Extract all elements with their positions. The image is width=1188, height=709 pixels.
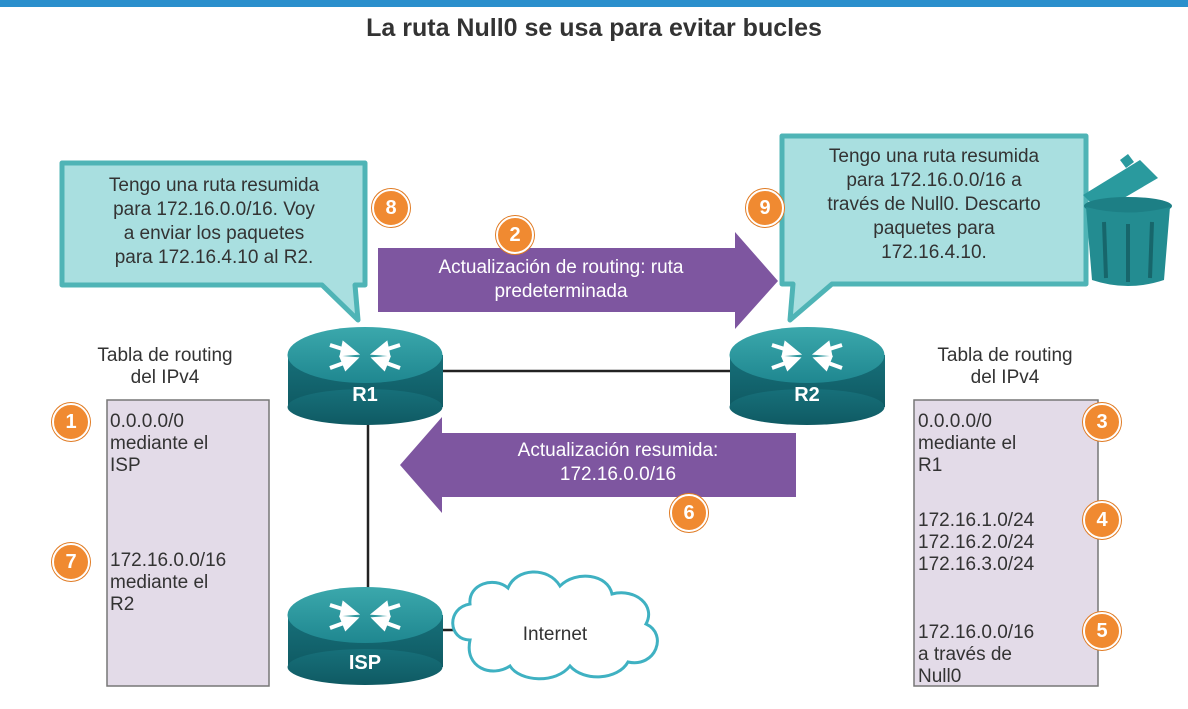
step-badge-6: 6 <box>670 494 708 532</box>
router-isp <box>287 587 443 685</box>
right-table-entry: 172.16.1.0/24 172.16.2.0/24 172.16.3.0/2… <box>918 510 1035 575</box>
router-r1 <box>287 327 443 425</box>
router-r2 <box>729 327 885 425</box>
r2-callout-box <box>779 133 1089 323</box>
summary-update-text: Actualización resumida: 172.16.0.0/16 <box>517 440 719 485</box>
step-badge-8: 8 <box>372 189 410 227</box>
step-badge-9: 9 <box>746 189 784 227</box>
left-table-entry: 172.16.0.0/16 mediante el R2 <box>110 550 227 615</box>
step-badge-2: 2 <box>496 216 534 254</box>
internet-label: Internet <box>522 624 588 645</box>
step-badge-3: 3 <box>1083 403 1121 441</box>
top-accent-bar <box>0 0 1188 7</box>
right-table-entry: 0.0.0.0/0 mediante el R1 <box>918 411 1017 476</box>
internet-cloud <box>451 570 659 681</box>
step-badge-5: 5 <box>1083 612 1121 650</box>
router-r2-label: R2 <box>794 384 820 406</box>
step-badge-1: 1 <box>52 403 90 441</box>
summary-route-update-arrow <box>400 417 796 513</box>
right-table-entry: 172.16.0.0/16 a través de Null0 <box>918 622 1035 687</box>
right-table-heading: Tabla de routing del IPv4 <box>937 345 1073 388</box>
trash-can-icon <box>1083 154 1172 286</box>
default-route-update-arrow <box>378 232 778 329</box>
r2-callout-text: Tengo una ruta resumida para 172.16.0.0/… <box>827 146 1041 263</box>
left-table-entry: 0.0.0.0/0 mediante el ISP <box>110 411 209 476</box>
left-routing-table <box>106 399 270 687</box>
default-update-text: Actualización de routing: ruta predeterm… <box>438 257 684 302</box>
right-routing-table <box>913 399 1099 687</box>
r1-callout-text: Tengo una ruta resumida para 172.16.0.0/… <box>108 175 320 268</box>
r1-callout-box <box>59 160 368 323</box>
left-table-heading: Tabla de routing del IPv4 <box>97 345 233 388</box>
router-r1-label: R1 <box>352 384 378 406</box>
step-badge-4: 4 <box>1083 501 1121 539</box>
step-badge-7: 7 <box>52 543 90 581</box>
router-isp-label: ISP <box>348 652 382 674</box>
page-title: La ruta Null0 se usa para evitar bucles <box>366 14 822 42</box>
